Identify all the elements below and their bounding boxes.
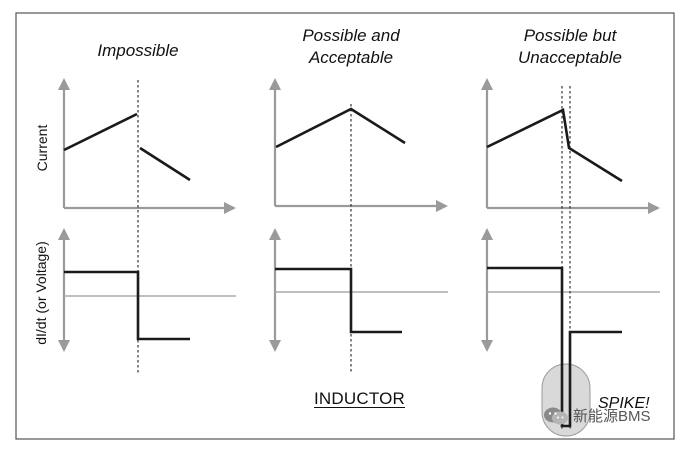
current-axis-label: Current <box>34 124 50 172</box>
wechat-icon <box>544 407 568 424</box>
current-trace-3 <box>486 108 623 183</box>
current-trace-rising <box>63 112 138 152</box>
panel-unacceptable <box>481 78 660 437</box>
panel-title-unacceptable: Possible but Unacceptable <box>518 26 622 67</box>
current-trace-2 <box>275 107 406 149</box>
current-axes-1 <box>58 78 236 214</box>
didt-axes-1 <box>58 228 70 352</box>
watermark-text: 新能源BMS <box>573 408 651 425</box>
didt-trace-1 <box>64 270 190 341</box>
panel-title-acceptable: Possible and Acceptable <box>302 26 400 67</box>
didt-trace-3 <box>487 266 622 428</box>
current-axes-2 <box>269 78 448 212</box>
didt-axis-label: dI/dt (or Voltage) <box>33 241 49 345</box>
spike-label: SPIKE! <box>598 395 650 412</box>
panel-impossible <box>58 78 236 374</box>
inductor-label: INDUCTOR <box>314 389 406 408</box>
didt-trace-2 <box>275 267 402 334</box>
didt-axes-2 <box>269 228 281 352</box>
watermark: 新能源BMS <box>543 405 651 426</box>
didt-axes-3 <box>481 228 493 352</box>
current-trace-falling <box>139 146 191 182</box>
panel-title-impossible: Impossible <box>97 41 179 60</box>
outer-frame <box>15 12 675 440</box>
panel-acceptable <box>269 78 448 374</box>
